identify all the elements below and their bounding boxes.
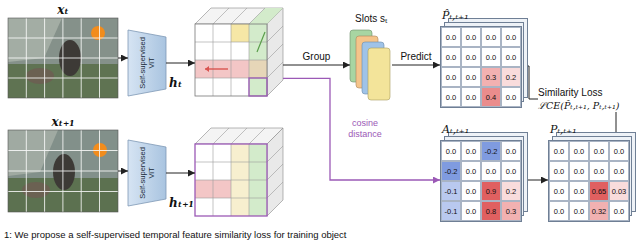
matrix-cell: 0.0 (461, 201, 481, 221)
cube-node: hₜ (195, 8, 283, 96)
connector-arrow (283, 78, 440, 180)
connector-arrow (118, 58, 128, 59)
image-label: xₜ₊₁ (8, 115, 118, 129)
edge-label: Group (302, 51, 332, 62)
matrix-cell: 0.9 (481, 181, 501, 201)
matrix-cell: 0.2 (501, 181, 521, 201)
matrix-cell: 0.0 (461, 161, 481, 181)
figure-caption: 1: We propose a self-supervised temporal… (4, 229, 347, 241)
matrix-cell: 0.0 (441, 67, 461, 87)
matrix-cell: 0.0 (589, 161, 609, 181)
matrix-cell: 0.0 (441, 141, 461, 161)
matrix-grid: 0.00.00.00.00.00.00.00.00.00.00.30.20.00… (440, 26, 522, 108)
matrix-cell: 0.0 (549, 161, 569, 181)
matrix-cell: 0.2 (501, 67, 521, 87)
matrix-cell: 0.0 (569, 201, 589, 221)
loss-title: Similarity Loss (538, 86, 620, 99)
edge-label: Predict (399, 51, 432, 62)
connector-arrow (392, 65, 440, 66)
matrix-grid: 0.00.00.00.00.00.00.00.00.00.00.650.030.… (548, 140, 630, 222)
matrix-cell: 0.0 (501, 141, 521, 161)
matrix-cell: 0.0 (549, 201, 569, 221)
vit-node: Self-supervised ViT (128, 140, 166, 206)
slots-node: Slots sₜ (350, 30, 392, 100)
encoder-trapezoid (128, 140, 166, 206)
matrix-cell: -0.2 (441, 161, 461, 181)
matrix-cell: 0.03 (609, 181, 629, 201)
matrix-cell: 0.0 (549, 181, 569, 201)
matrix-node: Aₜ,ₜ₊₁0.00.0-0.20.0-0.20.00.00.0-0.10.00… (440, 140, 520, 220)
feature-label: hₜ (169, 76, 182, 90)
slot-stack (350, 30, 390, 100)
matrix-cell: 0.0 (569, 181, 589, 201)
matrix-cell: 0.0 (441, 27, 461, 47)
matrix-label: P̂ₜ,ₜ₊₁ (442, 9, 469, 22)
matrix-cell: 0.65 (589, 181, 609, 201)
encoder-label: Self-supervised ViT (139, 36, 156, 90)
matrix-cell: -0.1 (441, 181, 461, 201)
matrix-cell: 0.0 (461, 27, 481, 47)
matrix-cell: 0.0 (589, 141, 609, 161)
matrix-cell: 0.0 (569, 161, 589, 181)
matrix-cell: 0.0 (441, 47, 461, 67)
matrix-cell: 0.0 (569, 141, 589, 161)
connector-arrow (118, 171, 128, 172)
matrix-cell: 0.0 (609, 141, 629, 161)
photo-node: xₜ (8, 18, 118, 98)
photo-frame (8, 18, 118, 98)
matrix-cell: 0.0 (501, 47, 521, 67)
vit-node: Self-supervised ViT (128, 30, 166, 96)
matrix-cell: 0.3 (481, 67, 501, 87)
cube-node: hₜ₊₁ (195, 128, 283, 216)
connector-arrow (166, 63, 195, 64)
matrix-label: Aₜ,ₜ₊₁ (442, 123, 469, 136)
matrix-cell: 0.0 (501, 87, 521, 107)
photo-node: xₜ₊₁ (8, 130, 118, 212)
connector-arrow (166, 173, 195, 174)
encoder-trapezoid (128, 30, 166, 96)
matrix-cell: 0.32 (589, 201, 609, 221)
matrix-cell: 0.0 (461, 47, 481, 67)
matrix-cell: 0.0 (461, 141, 481, 161)
image-label: xₜ (8, 3, 118, 17)
matrix-cell: 0.0 (461, 87, 481, 107)
matrix-cell: 0.0 (461, 67, 481, 87)
feature-cube (195, 8, 283, 96)
matrix-cell: 0.0 (481, 27, 501, 47)
loss-node: Similarity LossℒCE(P̂ₜ,ₜ₊₁, Pₜ,ₜ₊₁) (538, 86, 620, 112)
matrix-grid: 0.00.0-0.20.0-0.20.00.00.0-0.10.00.90.2-… (440, 140, 522, 222)
photo-frame (8, 130, 118, 212)
matrix-cell: 0.0 (481, 161, 501, 181)
loss-formula: ℒCE(P̂ₜ,ₜ₊₁, Pₜ,ₜ₊₁) (538, 99, 620, 112)
matrix-cell: 0.0 (501, 161, 521, 181)
feature-cube (195, 128, 283, 216)
matrix-cell: -0.2 (481, 141, 501, 161)
connector-arrow (283, 65, 350, 66)
matrix-cell: 0.0 (609, 201, 629, 221)
matrix-cell: 0.0 (549, 141, 569, 161)
matrix-cell: 0.0 (441, 87, 461, 107)
edge-label: cosine distance (333, 118, 397, 140)
matrix-cell: -0.1 (441, 201, 461, 221)
matrix-cell: 0.0 (609, 161, 629, 181)
matrix-cell: 0.8 (481, 201, 501, 221)
slots-label: Slots sₜ (355, 13, 387, 25)
matrix-cell: 0.0 (461, 181, 481, 201)
matrix-node: P̂ₜ,ₜ₊₁0.00.00.00.00.00.00.00.00.00.00.3… (440, 26, 520, 106)
matrix-cell: 0.3 (501, 201, 521, 221)
feature-label: hₜ₊₁ (169, 196, 194, 210)
matrix-cell: 0.0 (481, 47, 501, 67)
matrix-cell: 0.0 (501, 27, 521, 47)
encoder-label: Self-supervised ViT (139, 146, 156, 200)
matrix-label: Pₜ,ₜ₊₁ (550, 123, 577, 136)
matrix-node: Pₜ,ₜ₊₁0.00.00.00.00.00.00.00.00.00.00.65… (548, 140, 628, 220)
matrix-cell: 0.4 (481, 87, 501, 107)
